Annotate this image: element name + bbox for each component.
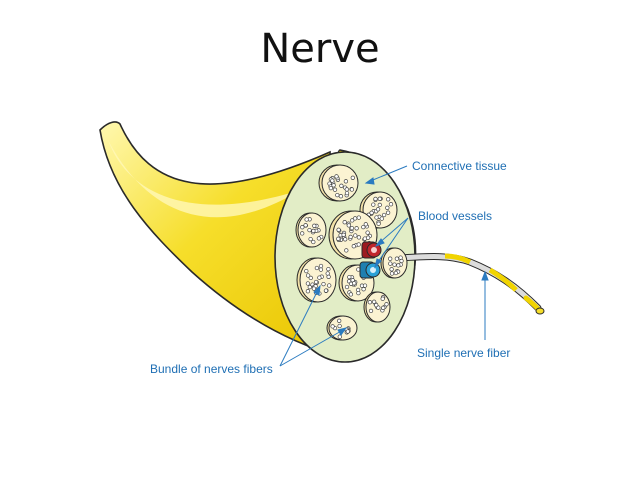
blood-vessel-artery xyxy=(361,241,382,259)
label-bundle-of-nerve-fibers: Bundle of nerves fibers xyxy=(150,362,273,376)
label-single-nerve-fiber: Single nerve fiber xyxy=(417,346,511,360)
label-connective-tissue: Connective tissue xyxy=(412,159,507,173)
fascicle-bundle xyxy=(359,191,398,229)
blood-vessel-vein xyxy=(359,261,381,279)
fascicle-bundle xyxy=(380,247,408,279)
slide-title: Nerve xyxy=(260,26,380,72)
fascicle-bundle xyxy=(295,212,327,248)
fascicle-bundle xyxy=(318,164,359,202)
fascicle-bundle xyxy=(296,257,337,303)
fascicle-bundle xyxy=(326,315,358,341)
fascicle-bundle xyxy=(363,291,391,323)
label-blood-vessels: Blood vessels xyxy=(418,209,493,223)
leader-lines xyxy=(279,165,489,367)
single-nerve-fiber xyxy=(396,253,545,315)
